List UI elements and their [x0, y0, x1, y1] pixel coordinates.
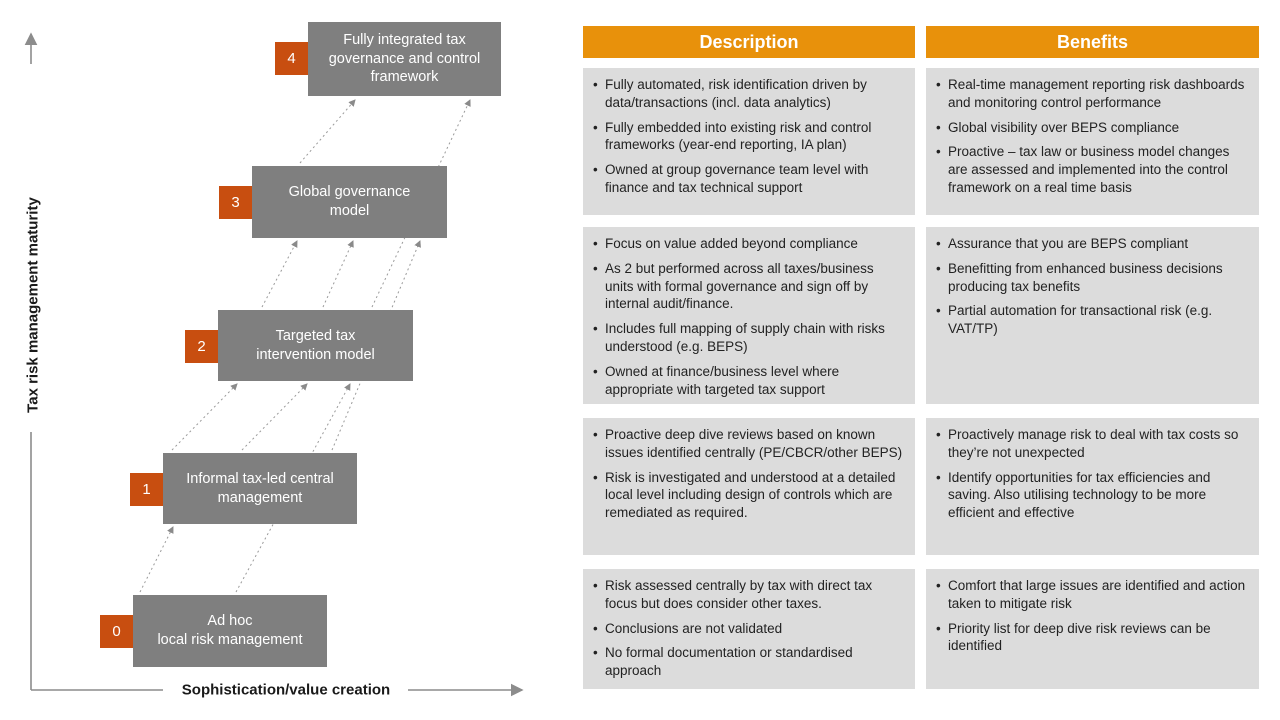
bullet-text: Global visibility over BEPS compliance — [948, 119, 1180, 135]
bullet-icon: • — [936, 303, 941, 319]
benefits-cell-level-3: • Assurance that you are BEPS compliant • B… — [926, 227, 1259, 404]
level-1-number-badge: 1 — [130, 473, 163, 506]
benefits-cell-level-2: • Proactively manage risk to deal with ta… — [926, 418, 1259, 555]
bullet-item: • Global visibility over BEPS compliance — [936, 119, 1249, 137]
level-0-label: Ad hoc local risk management — [157, 613, 303, 648]
bullet-item: • Proactive – tax law or business model c… — [936, 143, 1249, 196]
bullet-icon: • — [936, 236, 941, 251]
bullet-item: • Owned at finance/business level where a… — [593, 363, 905, 399]
benefits-cell-level-1: • Comfort that large issues are identifie… — [926, 569, 1259, 689]
bullet-item: • Includes full mapping of supply chain w… — [593, 320, 905, 356]
bullet-icon: • — [593, 119, 598, 135]
bullet-item: • Owned at group governance team level wi… — [593, 161, 905, 197]
bullet-icon: • — [936, 469, 941, 485]
bullet-text: Risk is investigated and understood at a… — [605, 469, 896, 521]
bullet-icon: • — [593, 578, 598, 593]
bullet-text: Partial automation for transactional ris… — [948, 303, 1213, 337]
level-4-label: Fully integrated tax governance and cont… — [328, 31, 481, 86]
bullet-icon: • — [936, 620, 941, 636]
maturity-level-0-box: 0 Ad hoc local risk management — [100, 595, 327, 667]
bullet-icon: • — [593, 162, 598, 178]
description-column-header: Description — [583, 26, 915, 58]
bullet-text: Fully embedded into existing risk and co… — [605, 119, 872, 153]
level-2-number-badge: 2 — [185, 330, 218, 363]
maturity-diagram: Tax risk management maturity Sophisticat… — [0, 0, 560, 720]
bullet-text: Focus on value added beyond compliance — [605, 236, 858, 251]
bullet-text: As 2 but performed across all taxes/busi… — [605, 260, 874, 312]
bullet-text: Risk assessed centrally by tax with dire… — [605, 578, 873, 611]
maturity-level-2-box: 2 Targeted tax intervention model — [185, 310, 413, 381]
benefits-cell-level-4: • Real-time management reporting risk das… — [926, 68, 1259, 215]
bullet-text: Real-time management reporting risk dash… — [948, 77, 1245, 110]
bullet-text: Comfort that large issues are identified… — [948, 578, 1246, 611]
bullet-icon: • — [593, 321, 598, 337]
bullet-text: Priority list for deep dive risk reviews… — [948, 620, 1211, 654]
bullet-icon: • — [593, 260, 598, 276]
description-cell-level-1: • Risk assessed centrally by tax with dir… — [583, 569, 915, 689]
bullet-icon: • — [936, 77, 941, 92]
maturity-level-3-box: 3 Global governance model — [219, 166, 447, 238]
description-cell-level-4: • Fully automated, risk identification dr… — [583, 68, 915, 215]
bullet-item: • Proactively manage risk to deal with ta… — [936, 426, 1249, 462]
bullet-text: Assurance that you are BEPS compliant — [948, 236, 1189, 251]
maturity-level-1-box: 1 Informal tax-led central management — [130, 453, 357, 524]
bullet-icon: • — [593, 363, 598, 379]
benefits-column-header: Benefits — [926, 26, 1259, 58]
bullet-text: Benefitting from enhanced business decis… — [948, 260, 1223, 294]
bullet-icon: • — [593, 645, 598, 661]
bullet-item: • Priority list for deep dive risk review… — [936, 620, 1249, 656]
bullet-icon: • — [936, 578, 941, 593]
x-axis-label: Sophistication/value creation — [175, 681, 397, 699]
bullet-text: Owned at finance/business level where ap… — [605, 363, 840, 397]
bullet-item: • As 2 but performed across all taxes/bus… — [593, 260, 905, 313]
bullet-text: Proactive deep dive reviews based on kno… — [605, 427, 903, 460]
bullet-item: • Proactive deep dive reviews based on kn… — [593, 426, 905, 462]
bullet-text: Proactively manage risk to deal with tax… — [948, 427, 1239, 460]
bullet-icon: • — [593, 77, 598, 92]
level-3-label: Global governance model — [288, 184, 411, 219]
bullet-item: • Assurance that you are BEPS compliant — [936, 235, 1249, 253]
bullet-text: Includes full mapping of supply chain wi… — [605, 321, 885, 355]
maturity-level-4-box: 4 Fully integrated tax governance and co… — [275, 22, 501, 96]
level-2-label: Targeted tax intervention model — [256, 327, 375, 363]
bullet-item: • Identify opportunities for tax efficien… — [936, 469, 1249, 522]
bullet-item: • Fully automated, risk identification dr… — [593, 76, 905, 112]
bullet-item: • Fully embedded into existing risk and c… — [593, 119, 905, 155]
bullet-icon: • — [593, 236, 598, 251]
bullet-icon: • — [936, 260, 941, 276]
level-0-number-badge: 0 — [100, 615, 133, 648]
bullet-item: • Comfort that large issues are identifie… — [936, 577, 1249, 613]
bullet-icon: • — [936, 427, 941, 442]
bullet-item: • No formal documentation or standardised… — [593, 644, 905, 680]
bullet-icon: • — [936, 144, 941, 160]
description-cell-level-2: • Proactive deep dive reviews based on kn… — [583, 418, 915, 555]
bullet-icon: • — [593, 427, 598, 442]
bullet-text: Identify opportunities for tax efficienc… — [948, 469, 1211, 521]
bullet-item: • Risk assessed centrally by tax with dir… — [593, 577, 905, 613]
bullet-item: • Risk is investigated and understood at … — [593, 469, 905, 522]
level-1-label: Informal tax-led central management — [186, 470, 334, 506]
bullet-icon: • — [593, 620, 598, 636]
bullet-text: Conclusions are not validated — [605, 620, 783, 636]
bullet-icon: • — [936, 119, 941, 135]
bullet-item: • Benefitting from enhanced business deci… — [936, 260, 1249, 296]
level-3-number-badge: 3 — [219, 186, 252, 219]
bullet-text: Fully automated, risk identification dri… — [605, 77, 867, 110]
y-axis-label: Tax risk management maturity — [24, 191, 42, 419]
bullet-text: No formal documentation or standardised … — [605, 645, 853, 679]
bullet-text: Proactive – tax law or business model ch… — [948, 144, 1230, 196]
bullet-icon: • — [593, 469, 598, 485]
level-4-number-badge: 4 — [275, 42, 308, 75]
bullet-item: • Focus on value added beyond compliance — [593, 235, 905, 253]
bullet-item: • Conclusions are not validated — [593, 620, 905, 638]
description-cell-level-3: •Focus on value added beyond compliance•… — [583, 227, 915, 404]
bullet-text: Owned at group governance team level wit… — [605, 162, 869, 196]
bullet-item: • Real-time management reporting risk das… — [936, 76, 1249, 112]
bullet-item: • Partial automation for transactional ri… — [936, 302, 1249, 338]
